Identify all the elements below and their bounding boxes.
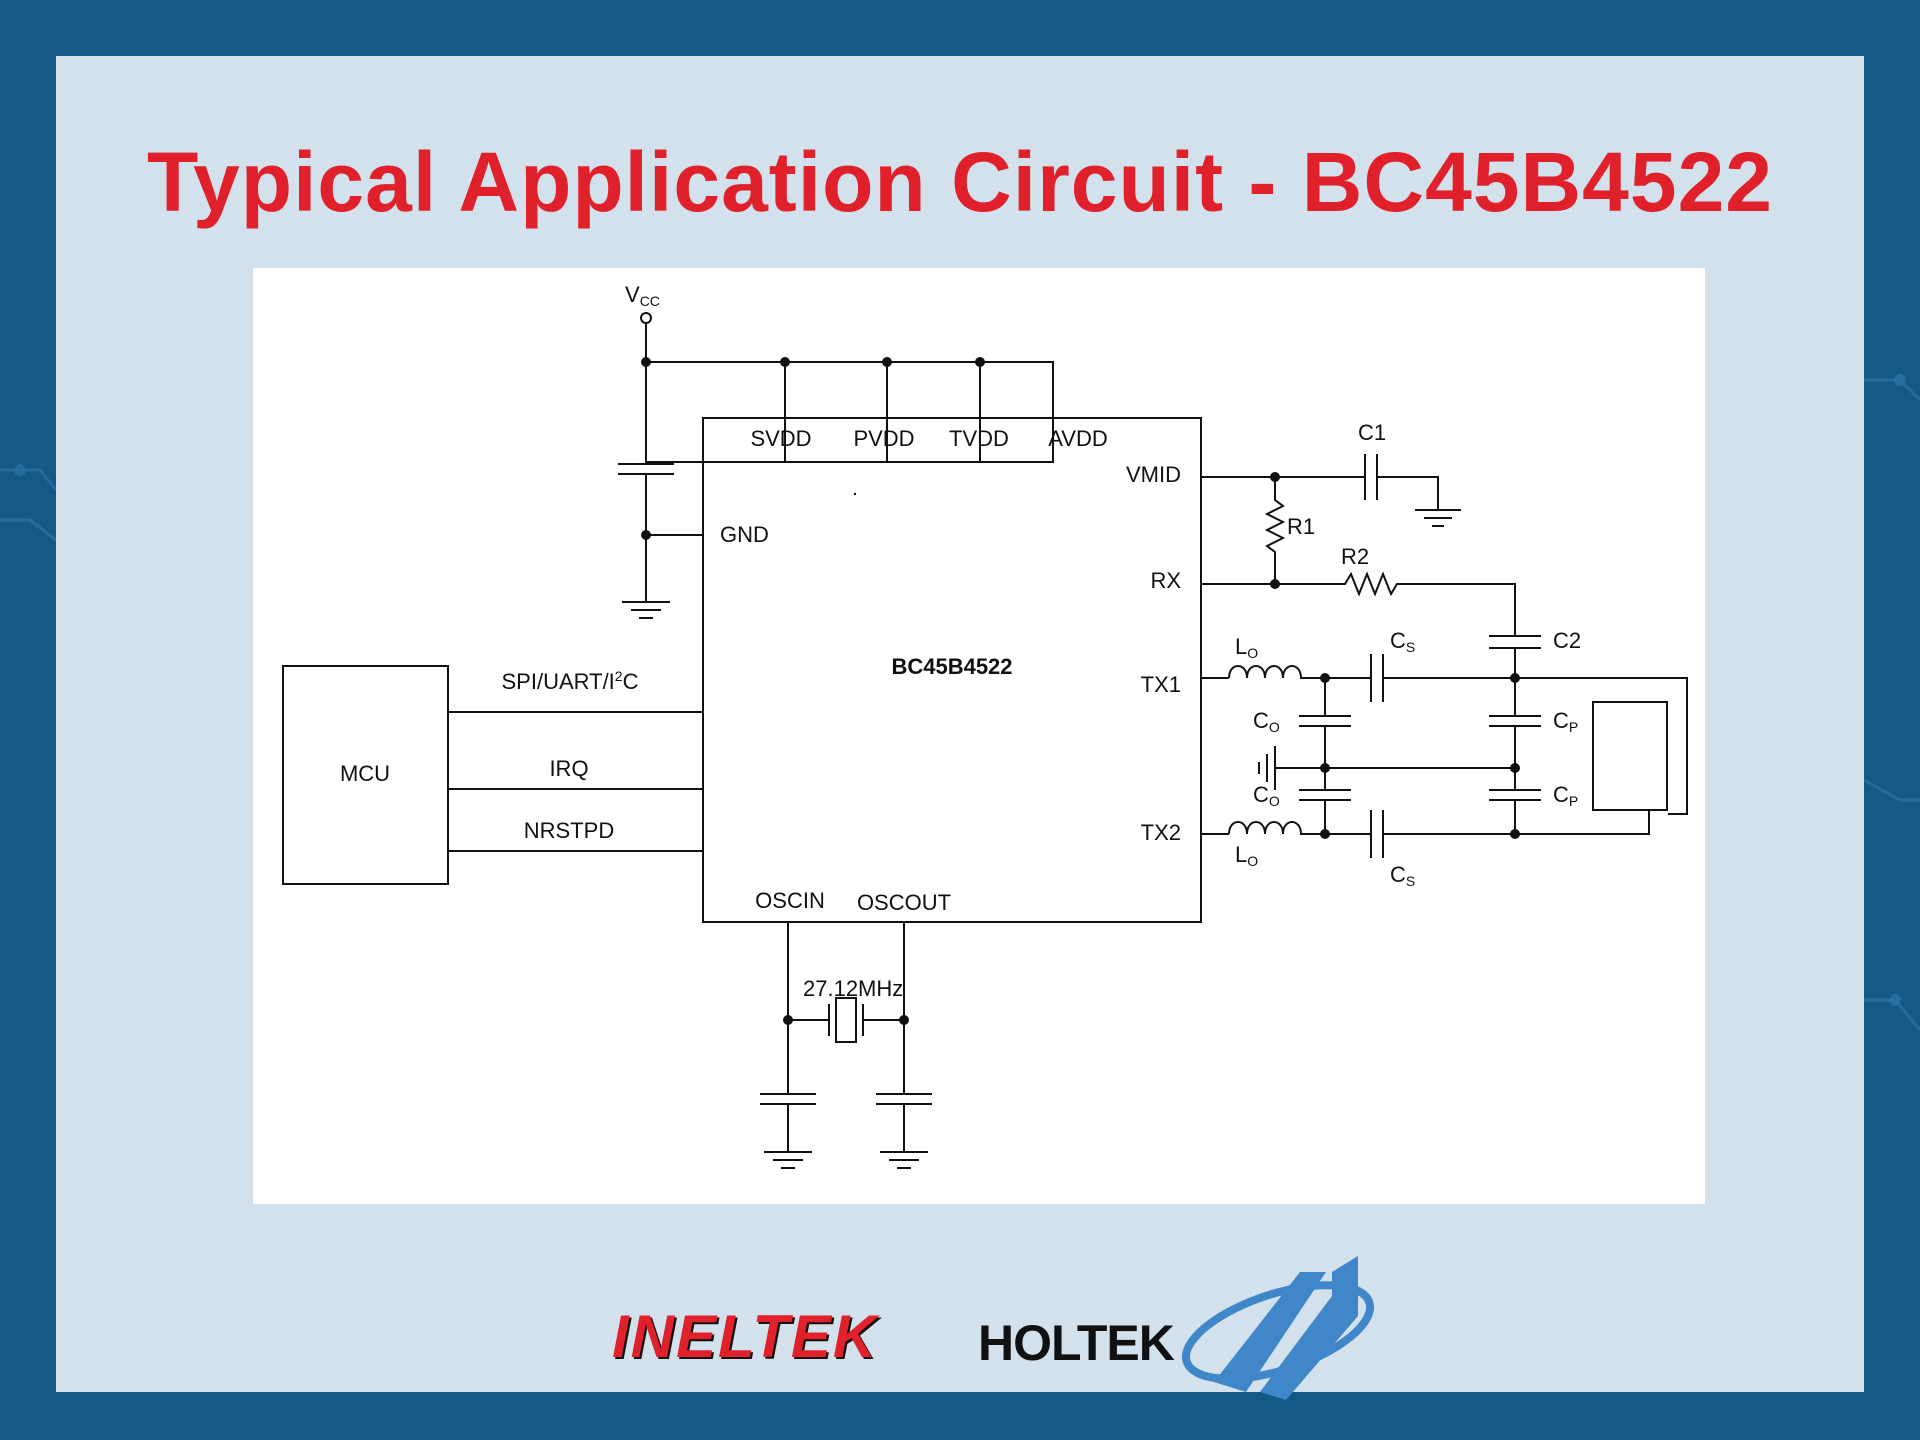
pin-oscin: OSCIN — [755, 888, 825, 913]
ic-body — [702, 417, 1202, 923]
r2-label: R2 — [1341, 544, 1369, 569]
capacitor-osc-in — [760, 1020, 816, 1169]
co-bottom-label: CO — [1253, 782, 1280, 809]
ineltek-logo: INELTEK — [612, 1303, 879, 1370]
cs-tx2-label: CS — [1390, 862, 1415, 889]
crystal-body — [835, 997, 857, 1043]
vcc-label: VCC — [625, 282, 660, 309]
capacitor-c1 — [1364, 454, 1378, 500]
r1-label: R1 — [1287, 514, 1315, 539]
crystal-label: 27.12MHz — [803, 976, 903, 1001]
mcu-block — [282, 665, 449, 885]
rx-wire — [1201, 571, 1516, 636]
pin-rx: RX — [1150, 568, 1181, 593]
mcu-label: MCU — [340, 761, 390, 786]
content-panel: Typical Application Circuit - BC45B4522 … — [56, 56, 1864, 1400]
junction — [1510, 763, 1520, 773]
page-title: Typical Application Circuit - BC45B4522 — [146, 135, 1774, 229]
crystal-symbol — [828, 1004, 864, 1036]
cs-tx1-label: CS — [1390, 628, 1415, 655]
osc-wires — [787, 922, 905, 1021]
ic-pin1-dot — [853, 492, 857, 496]
capacitor-c2 — [1489, 635, 1541, 678]
schematic-diagram: BC45B4522 SVDD PVDD TVDD AVDD VCC GND — [253, 268, 1705, 1204]
inductor-lo-tx1 — [1228, 665, 1688, 815]
inductor-lo-tx2 — [1228, 810, 1650, 835]
holtek-logo-text: HOLTEK — [978, 1315, 1175, 1371]
co-top-label: CO — [1253, 708, 1280, 735]
capacitor-cp-top — [1489, 678, 1541, 768]
cp-bottom-label: CP — [1553, 782, 1578, 809]
capacitor-cs-tx1 — [1370, 654, 1384, 702]
bus-spi-label: SPI/UART/I2C — [502, 668, 639, 694]
lo-tx1-label: LO — [1235, 634, 1258, 661]
resistor-r1 — [1264, 477, 1286, 584]
cp-top-label: CP — [1553, 708, 1578, 735]
capacitor-co-top — [1299, 678, 1351, 768]
ground-symbol — [1258, 746, 1276, 790]
ground-symbol — [622, 535, 670, 619]
pin-tx1: TX1 — [1141, 672, 1181, 697]
holtek-logo-icon — [1181, 1256, 1375, 1400]
capacitor-cs-tx2 — [1370, 810, 1384, 858]
c2-label: C2 — [1553, 628, 1581, 653]
pin-svdd: SVDD — [750, 426, 811, 451]
vmid-wire — [1201, 476, 1439, 510]
decoupling-capacitor — [618, 362, 674, 555]
capacitor-cp-bottom — [1489, 768, 1541, 834]
pin-tx2: TX2 — [1141, 820, 1181, 845]
lo-tx2-label: LO — [1235, 842, 1258, 869]
vdd-pin-wires — [784, 418, 981, 462]
pin-oscout: OSCOUT — [857, 890, 951, 915]
vcc-top-wire — [646, 361, 1054, 418]
pin-vmid: VMID — [1126, 462, 1181, 487]
antenna-coil — [1592, 701, 1668, 811]
vcc-terminal — [640, 312, 652, 324]
ic-name: BC45B4522 — [891, 654, 1012, 679]
pin-gnd: GND — [720, 522, 769, 547]
bus-wires — [448, 711, 703, 852]
c1-label: C1 — [1358, 420, 1386, 445]
junction — [1320, 829, 1330, 839]
pin-avdd: AVDD — [1048, 426, 1108, 451]
ground-symbol — [1415, 509, 1461, 527]
bus-irq-label: IRQ — [549, 756, 588, 781]
junction — [1510, 829, 1520, 839]
vdd-drops — [784, 362, 981, 418]
schematic-svg: BC45B4522 SVDD PVDD TVDD AVDD VCC GND — [282, 282, 1688, 1169]
capacitor-co-bottom — [1299, 768, 1351, 834]
bus-nrstpd-label: NRSTPD — [524, 818, 614, 843]
capacitor-osc-out — [876, 1020, 932, 1169]
pin-pvdd: PVDD — [853, 426, 914, 451]
